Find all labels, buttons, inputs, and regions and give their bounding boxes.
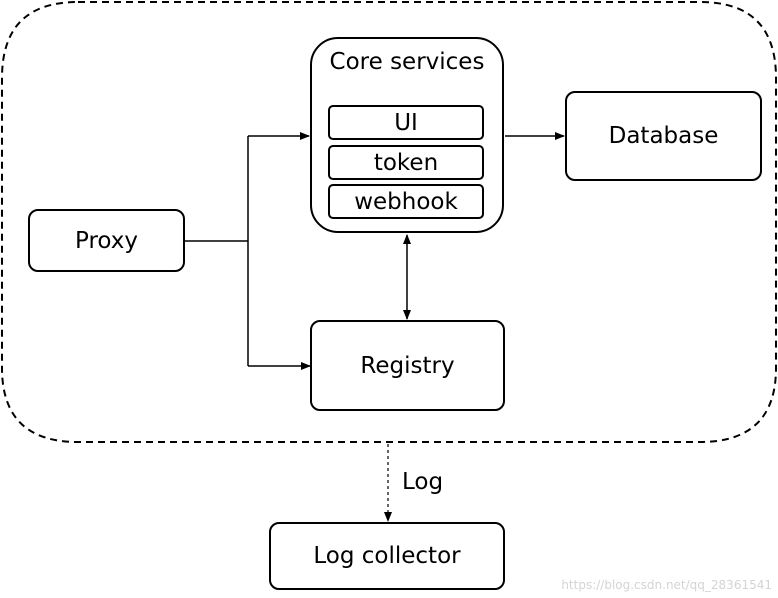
proxy-label: Proxy	[74, 227, 138, 254]
database-node: Database	[565, 91, 762, 181]
core-component-webhook: webhook	[328, 184, 484, 219]
watermark-text: https://blog.csdn.net/qq_28361541	[561, 578, 772, 592]
database-label: Database	[608, 123, 719, 149]
core-component-label: webhook	[354, 188, 458, 215]
core-component-token: token	[328, 145, 484, 180]
core-component-label: UI	[394, 109, 418, 136]
log-collector-node: Log collector	[269, 522, 505, 590]
core-services-title: Core services	[329, 49, 485, 75]
core-component-ui: UI	[328, 105, 484, 140]
registry-label: Registry	[360, 352, 455, 379]
core-component-label: token	[373, 149, 439, 176]
registry-node: Registry	[310, 320, 505, 411]
log-edge-label: Log	[402, 469, 444, 495]
log-collector-label: Log collector	[313, 543, 461, 569]
proxy-node: Proxy	[28, 209, 185, 272]
core-services-node: Core services UI token webhook	[310, 37, 504, 233]
